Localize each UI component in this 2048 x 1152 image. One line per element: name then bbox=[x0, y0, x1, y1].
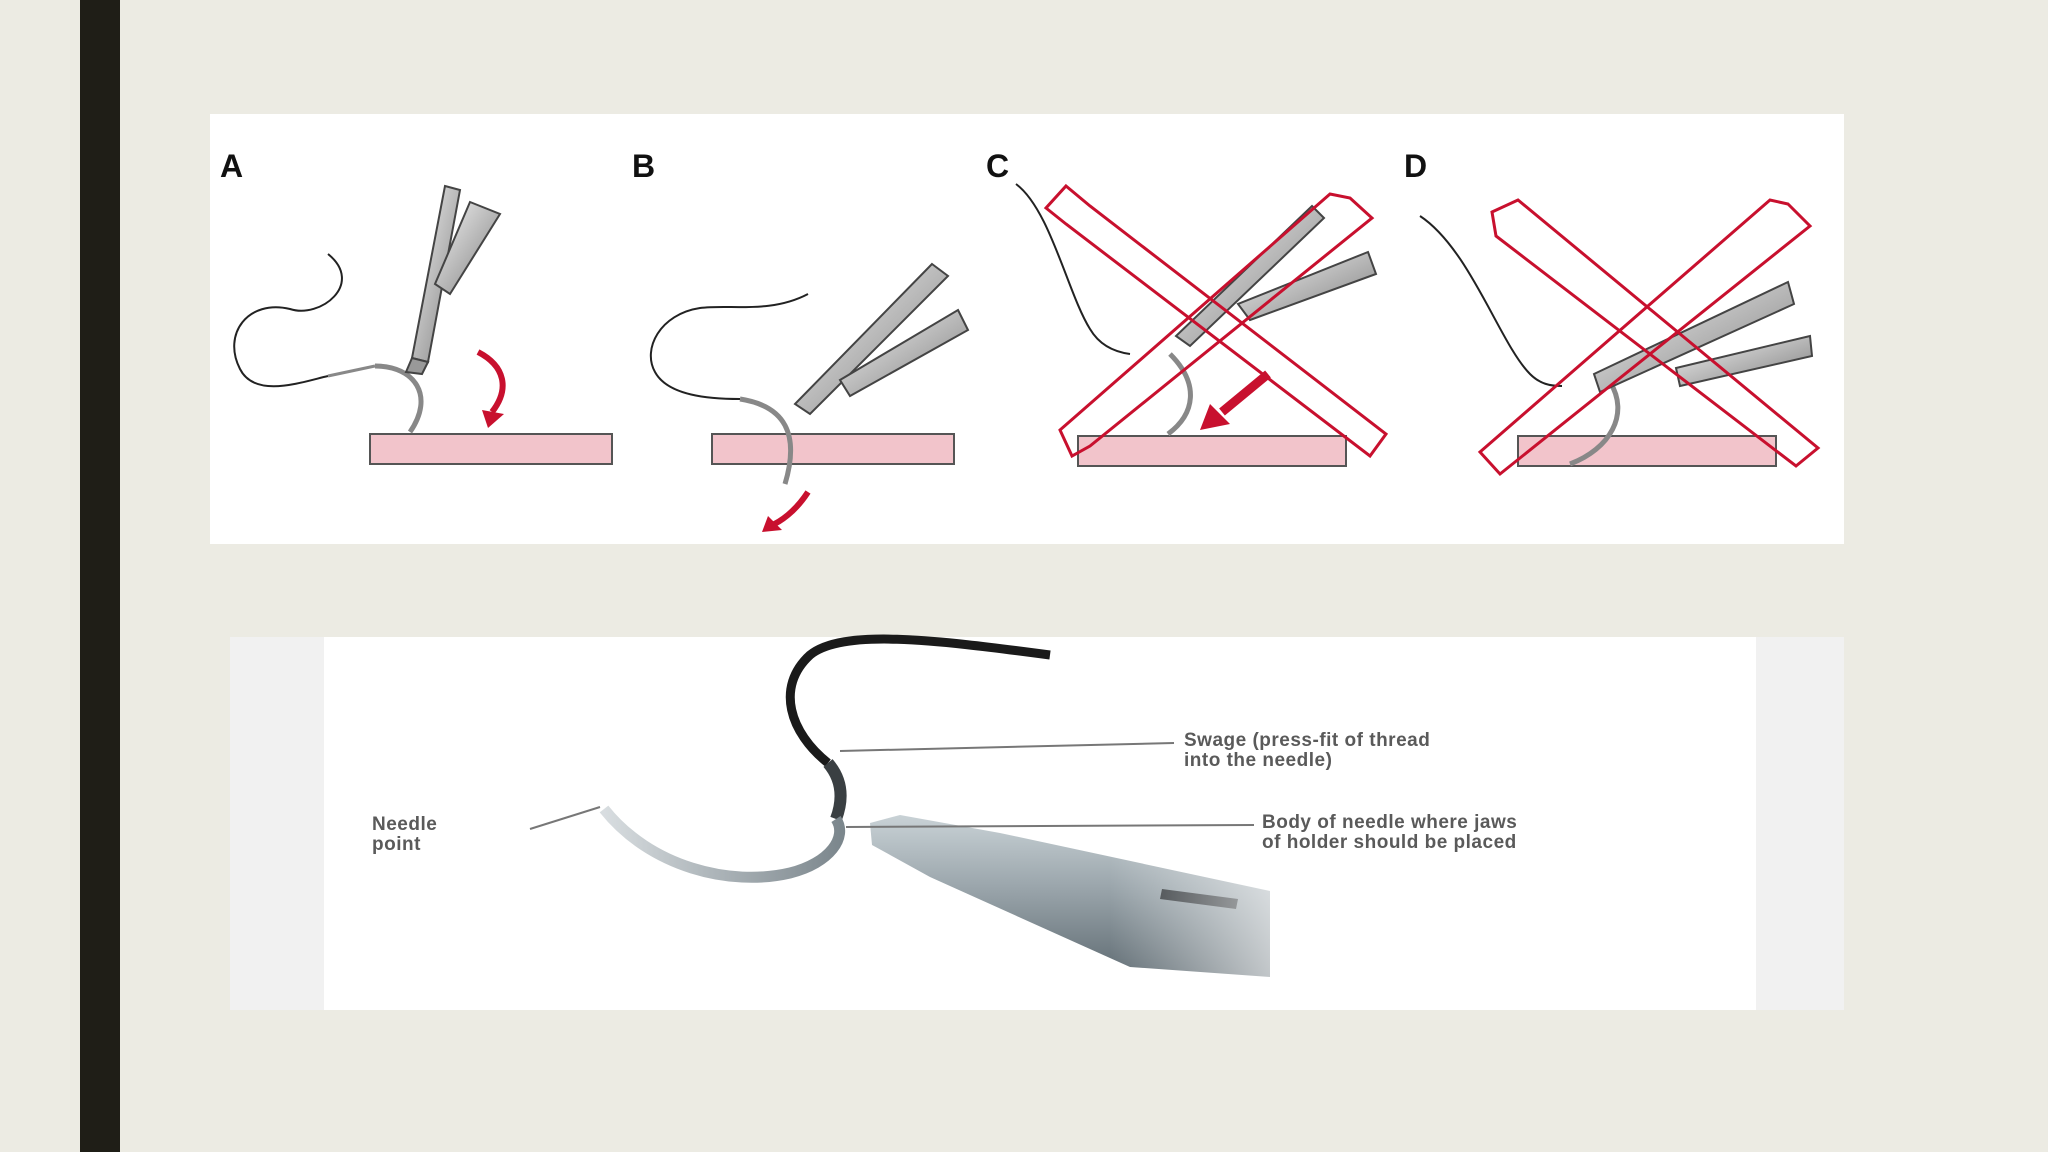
needle-a bbox=[374, 363, 424, 434]
needle-grip-technique-figure: A B C D bbox=[210, 114, 1844, 544]
panel-d-illustration bbox=[1419, 198, 1821, 477]
tissue-d bbox=[1517, 435, 1777, 467]
panel-a-illustration bbox=[233, 184, 613, 465]
swage-label: Swage (press-fit of thread into the need… bbox=[1184, 730, 1431, 771]
needle-grip-illustrations bbox=[233, 183, 1821, 532]
needle-holder-c bbox=[1174, 204, 1378, 348]
needle-anatomy-canvas bbox=[324, 637, 1756, 1010]
tissue-c bbox=[1077, 435, 1347, 467]
needle-c bbox=[1166, 352, 1193, 437]
direction-arrow-c bbox=[1219, 370, 1271, 416]
body-callout-line bbox=[845, 824, 1255, 828]
needle-anatomy-figure: Needle point Swage (press-fit of thread … bbox=[230, 634, 1844, 1010]
needle-anatomy-illustration bbox=[529, 634, 1370, 1010]
panel-c-illustration bbox=[1015, 183, 1389, 467]
rotation-arrow-b bbox=[768, 490, 811, 529]
needle-holder-a bbox=[404, 184, 502, 376]
needle-point-label: Needle point bbox=[372, 814, 438, 855]
tissue-b bbox=[711, 433, 955, 465]
needle-b bbox=[739, 396, 794, 485]
needle-point-callout-line bbox=[529, 806, 601, 830]
panel-b-illustration bbox=[649, 262, 970, 532]
rotation-arrow-a bbox=[476, 349, 506, 414]
needle-holder-d bbox=[1592, 280, 1814, 394]
needle-holder-b bbox=[793, 262, 970, 416]
panel-a-letter: A bbox=[220, 148, 244, 184]
swage-callout-line bbox=[839, 742, 1175, 752]
panel-d-letter: D bbox=[1404, 148, 1428, 184]
tissue-a bbox=[369, 433, 613, 465]
swage bbox=[823, 759, 847, 822]
body-label: Body of needle where jaws of holder shou… bbox=[1262, 812, 1518, 853]
panel-c-letter: C bbox=[986, 148, 1010, 184]
cross-out-d bbox=[1477, 198, 1821, 477]
cross-out-c bbox=[1043, 183, 1389, 459]
suture-thread-c bbox=[1015, 183, 1131, 355]
curved-needle bbox=[599, 805, 846, 883]
suture-thread-d bbox=[1419, 215, 1563, 387]
suture-thread-a bbox=[233, 253, 343, 388]
suture-thread-b bbox=[649, 293, 809, 400]
needle-d bbox=[1569, 380, 1621, 467]
panel-b-letter: B bbox=[632, 148, 656, 184]
suture-thread bbox=[785, 634, 1051, 767]
slide-accent-bar bbox=[80, 0, 120, 1152]
